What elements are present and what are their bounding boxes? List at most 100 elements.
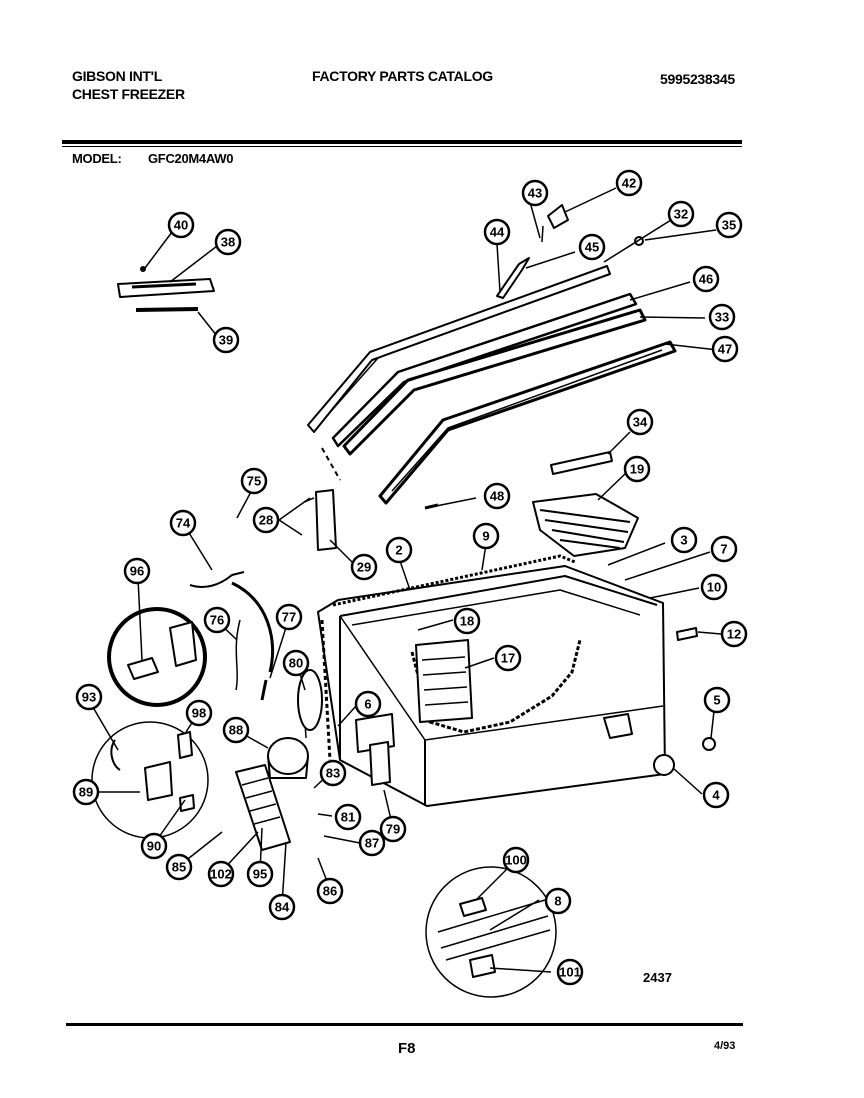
model-label: MODEL: [72, 151, 122, 166]
callout-label: 4 [712, 788, 720, 803]
callout-label: 101 [559, 965, 581, 980]
callout-76: 76 [203, 606, 231, 634]
callout-circle [169, 509, 197, 537]
callout-circle [123, 557, 151, 585]
callout-88: 88 [222, 716, 250, 744]
callout-102: 102 [207, 860, 235, 888]
callout-circle [214, 228, 242, 256]
callout-circle [483, 218, 511, 246]
callout-circle [203, 606, 231, 634]
callout-5: 5 [703, 686, 731, 714]
callout-98: 98 [185, 699, 213, 727]
callout-label: 29 [357, 560, 371, 575]
callout-label: 85 [172, 860, 186, 875]
callout-circle [710, 535, 738, 563]
callout-2: 2 [385, 536, 413, 564]
leader-lines [86, 187, 722, 973]
callout-circle [240, 467, 268, 495]
callout-circle [472, 522, 500, 550]
callout-label: 44 [490, 225, 505, 240]
callout-3: 3 [670, 526, 698, 554]
callout-34: 34 [626, 408, 654, 436]
callout-circle [165, 853, 193, 881]
callout-6: 6 [354, 690, 382, 718]
callout-circle [692, 265, 720, 293]
inset-circle-relay [91, 721, 209, 839]
callout-circle [207, 860, 235, 888]
callout-circle [140, 832, 168, 860]
callout-label: 12 [727, 627, 741, 642]
callout-circle [72, 778, 100, 806]
callout-circle [358, 829, 386, 857]
callout-label: 45 [585, 240, 599, 255]
callout-label: 102 [210, 867, 232, 882]
callout-79: 79 [379, 815, 407, 843]
callout-42: 42 [615, 169, 643, 197]
callout-circle [615, 169, 643, 197]
callout-label: 5 [713, 693, 720, 708]
callout-100: 100 [502, 846, 530, 874]
callout-circle [521, 179, 549, 207]
callout-47: 47 [711, 335, 739, 363]
callout-circle [626, 408, 654, 436]
callout-label: 32 [674, 207, 688, 222]
callout-81: 81 [334, 803, 362, 831]
header-rule-thin [62, 146, 742, 147]
callout-circle [494, 644, 522, 672]
callout-label: 77 [282, 610, 296, 625]
callout-circle [268, 893, 296, 921]
callout-circle [75, 683, 103, 711]
callout-label: 81 [341, 810, 355, 825]
inset-circle-thermostat [107, 607, 207, 707]
callout-12: 12 [720, 620, 748, 648]
callout-label: 83 [326, 766, 340, 781]
callout-28: 28 [252, 506, 280, 534]
page-code: F8 [398, 1040, 416, 1057]
callout-label: 96 [130, 564, 144, 579]
callout-label: 28 [259, 513, 273, 528]
callout-43: 43 [521, 179, 549, 207]
callout-label: 43 [528, 186, 542, 201]
callout-85: 85 [165, 853, 193, 881]
callout-circle [715, 211, 743, 239]
hinge-parts [303, 204, 644, 551]
callout-48: 48 [483, 482, 511, 510]
callout-circle [275, 603, 303, 631]
callout-80: 80 [282, 649, 310, 677]
callout-44: 44 [483, 218, 511, 246]
callout-46: 46 [692, 265, 720, 293]
callout-circle [703, 686, 731, 714]
compressor-assembly [235, 669, 391, 851]
catalog-title: FACTORY PARTS CATALOG [312, 68, 493, 84]
callout-39: 39 [212, 326, 240, 354]
callout-17: 17 [494, 644, 522, 672]
callout-circle [282, 649, 310, 677]
callout-label: 17 [501, 651, 515, 666]
callout-label: 75 [247, 474, 261, 489]
callout-29: 29 [350, 553, 378, 581]
callout-label: 8 [554, 894, 561, 909]
callout-label: 79 [386, 822, 400, 837]
model-value: GFC20M4AW0 [148, 151, 234, 166]
footer-date: 4/93 [714, 1040, 736, 1052]
callout-label: 80 [289, 656, 303, 671]
callout-45: 45 [578, 233, 606, 261]
callout-label: 76 [210, 613, 224, 628]
callout-18: 18 [453, 607, 481, 635]
callout-35: 35 [715, 211, 743, 239]
callout-label: 18 [460, 614, 474, 629]
callout-label: 6 [364, 697, 371, 712]
callout-circle [544, 887, 572, 915]
callout-circle [246, 860, 274, 888]
callout-101: 101 [556, 958, 584, 986]
callout-label: 10 [707, 580, 721, 595]
callout-8: 8 [544, 887, 572, 915]
footer-rule [66, 1023, 743, 1026]
callout-circle [720, 620, 748, 648]
callout-circle [334, 803, 362, 831]
callout-75: 75 [240, 467, 268, 495]
callout-label: 87 [365, 836, 379, 851]
callout-label: 100 [505, 853, 527, 868]
callout-label: 47 [718, 342, 732, 357]
callout-circle [252, 506, 280, 534]
